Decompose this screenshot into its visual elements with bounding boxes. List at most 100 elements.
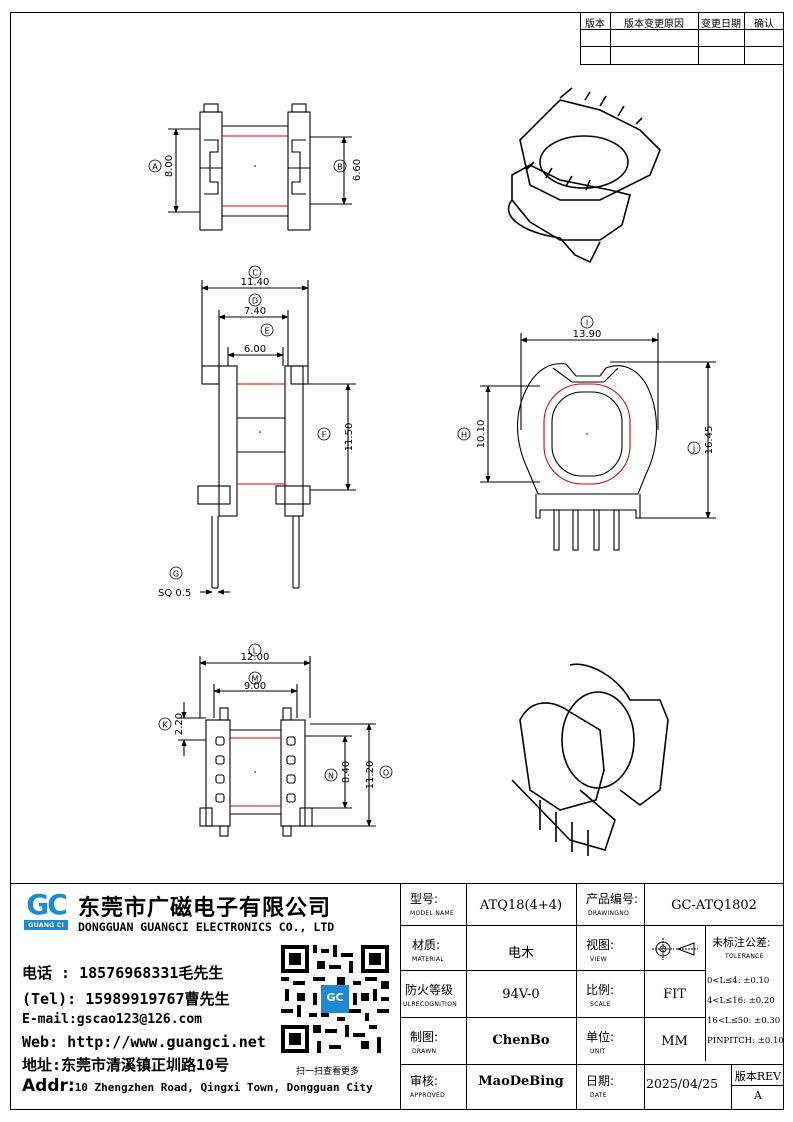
tolerance-row-2: 4<L≤16: ±0.20 [707,996,775,1006]
dim-F-circle: F [322,431,327,440]
dim-I-circle: I [586,319,588,328]
dim-K-value: 2.20 [174,713,185,735]
front-view [197,280,356,595]
dim-L-circle: L [253,647,258,656]
approved-label: 审核: [410,1074,439,1088]
dim-B: B 6.60 [333,159,363,181]
dim-B-value: 6.60 [352,159,363,181]
projection-symbol-icon [652,938,698,960]
fire-label: 防火等级 [405,983,454,997]
tolerance-row-4: PINPITCH: ±0.10 [707,1036,784,1046]
drawing-frame [10,12,784,1110]
dim-D: D 7.40 [244,293,266,317]
logo-subtext: GUANG CI [24,920,68,930]
dim-I: I 13.90 [573,315,601,340]
dim-H-circle: H [461,431,467,440]
logo-mark: GC [26,888,68,921]
phone-1: 电话 : 18576968331毛先生 [22,964,224,982]
website: Web: http://www.guangci.net [22,1033,266,1051]
dim-O-value: 11.20 [365,761,376,790]
unit-label: 单位: [586,1030,615,1044]
phone-2: (Tel): 15989919767曹先生 [22,990,230,1008]
dim-O-circle: O [383,769,389,778]
unit-value: MM [661,1034,688,1049]
model-label: 型号: [410,892,439,906]
scale-sub: SCALE [590,1001,611,1008]
scale-label: 比例: [586,983,615,997]
top-view [168,103,352,231]
dim-A: A 8.00 [148,155,175,177]
dim-F: F 11.50 [317,423,355,452]
rev-header-confirm: 确认 [754,19,774,30]
tolerance-row-3: 16<L≤50: ±0.30 [707,1016,781,1026]
technical-drawing: A 8.00 B 6.60 C 11.40 D 7.40 E 6.00 F 11… [148,87,716,856]
dim-H: H 10.10 [457,420,487,449]
dim-A-circle: A [152,163,158,172]
fire-sub: ULRECOGNITION [403,1001,458,1008]
material-label: 材质: [412,938,441,952]
dim-K-circle: K [162,721,168,730]
dim-H-value: 10.10 [476,420,487,449]
dim-L-value: 12.00 [241,652,270,663]
address-en-label: Addr: [22,1076,75,1096]
material-sub: MATERIAL [412,956,445,963]
address-cn: 地址:东莞市清溪镇正圳路10号 [22,1056,230,1074]
approved-value: MaoDeBing [478,1074,564,1089]
email: E-mail:gscao123@126.com [22,1012,203,1027]
company-name-cn: 东莞市广磁电子有限公司 [78,896,332,921]
address-en-line: Addr:10 Zhengzhen Road, Qingxi Town, Don… [22,1076,373,1096]
date-value: 2025/04/25 [646,1076,719,1091]
dim-G: G SQ 0.5 [158,566,191,599]
dim-A-value: 8.00 [164,155,175,177]
tolerance-label: 未标注公差: [712,936,771,949]
dim-J-circle: J [692,445,695,454]
drawingno-sub: DRAWINGNO [588,910,630,917]
date-label: 日期: [586,1074,615,1088]
qr-center-logo: GC [326,991,344,1004]
dim-D-value: 7.40 [244,306,266,317]
material-value: 电木 [507,946,534,961]
drawn-value: ChenBo [492,1033,550,1048]
drawn-label: 制图: [410,1030,439,1044]
isometric-view-bottom [511,663,669,856]
dim-C-value: 11.40 [241,277,270,288]
side-view [480,333,716,551]
tolerance-sub: TOLERANCE [725,953,764,960]
dim-G-value: SQ 0.5 [158,588,191,599]
company-name-en: DONGGUAN GUANGCI ELECTRONICS CO., LTD [78,920,335,934]
dim-M-value: 9.00 [244,681,266,692]
drawingno-label: 产品编号: [586,892,639,906]
qr-caption: 扫一扫查看更多 [296,1067,360,1077]
dim-J-value: 16.45 [704,426,715,455]
rev-value: A [754,1089,762,1102]
rev-header-date: 变更日期 [701,19,741,30]
model-value: ATQ18(4+4) [479,898,563,913]
dim-G-circle: G [173,570,179,579]
rev-header-version: 版本 [585,19,605,30]
dim-N-circle: N [328,772,334,781]
bottom-view [178,656,376,837]
qr-code: GC [281,945,389,1053]
date-sub: DATE [590,1092,607,1099]
dim-L: L 12.00 [241,643,270,663]
dim-O: O 11.20 [365,761,393,790]
view-label: 视图: [586,938,615,952]
drawn-sub: DRAWN [412,1048,437,1055]
drawingno-value: GC-ATQ1802 [671,898,757,913]
approved-sub: APPROVED [410,1092,446,1099]
unit-sub: UNIT [590,1048,606,1055]
model-sub: MODEL NAME [410,910,455,917]
company-logo: GC GUANG CI [24,890,68,932]
address-en: 10 Zhengzhen Road, Qingxi Town, Dongguan… [74,1081,373,1094]
dim-E-value: 6.00 [244,344,266,355]
isometric-view-top [507,87,661,264]
dim-C-circle: C [252,269,258,278]
dim-M: M 9.00 [244,671,266,692]
dim-N: N 8.40 [324,761,352,783]
dim-F-value: 11.50 [344,423,355,452]
dim-D-circle: D [252,297,258,306]
tolerance-row-1: 0<L≤4: ±0.10 [707,976,770,986]
dim-N-value: 8.40 [341,761,352,783]
dim-C: C 11.40 [241,265,270,288]
dim-J: J 16.45 [687,426,715,455]
